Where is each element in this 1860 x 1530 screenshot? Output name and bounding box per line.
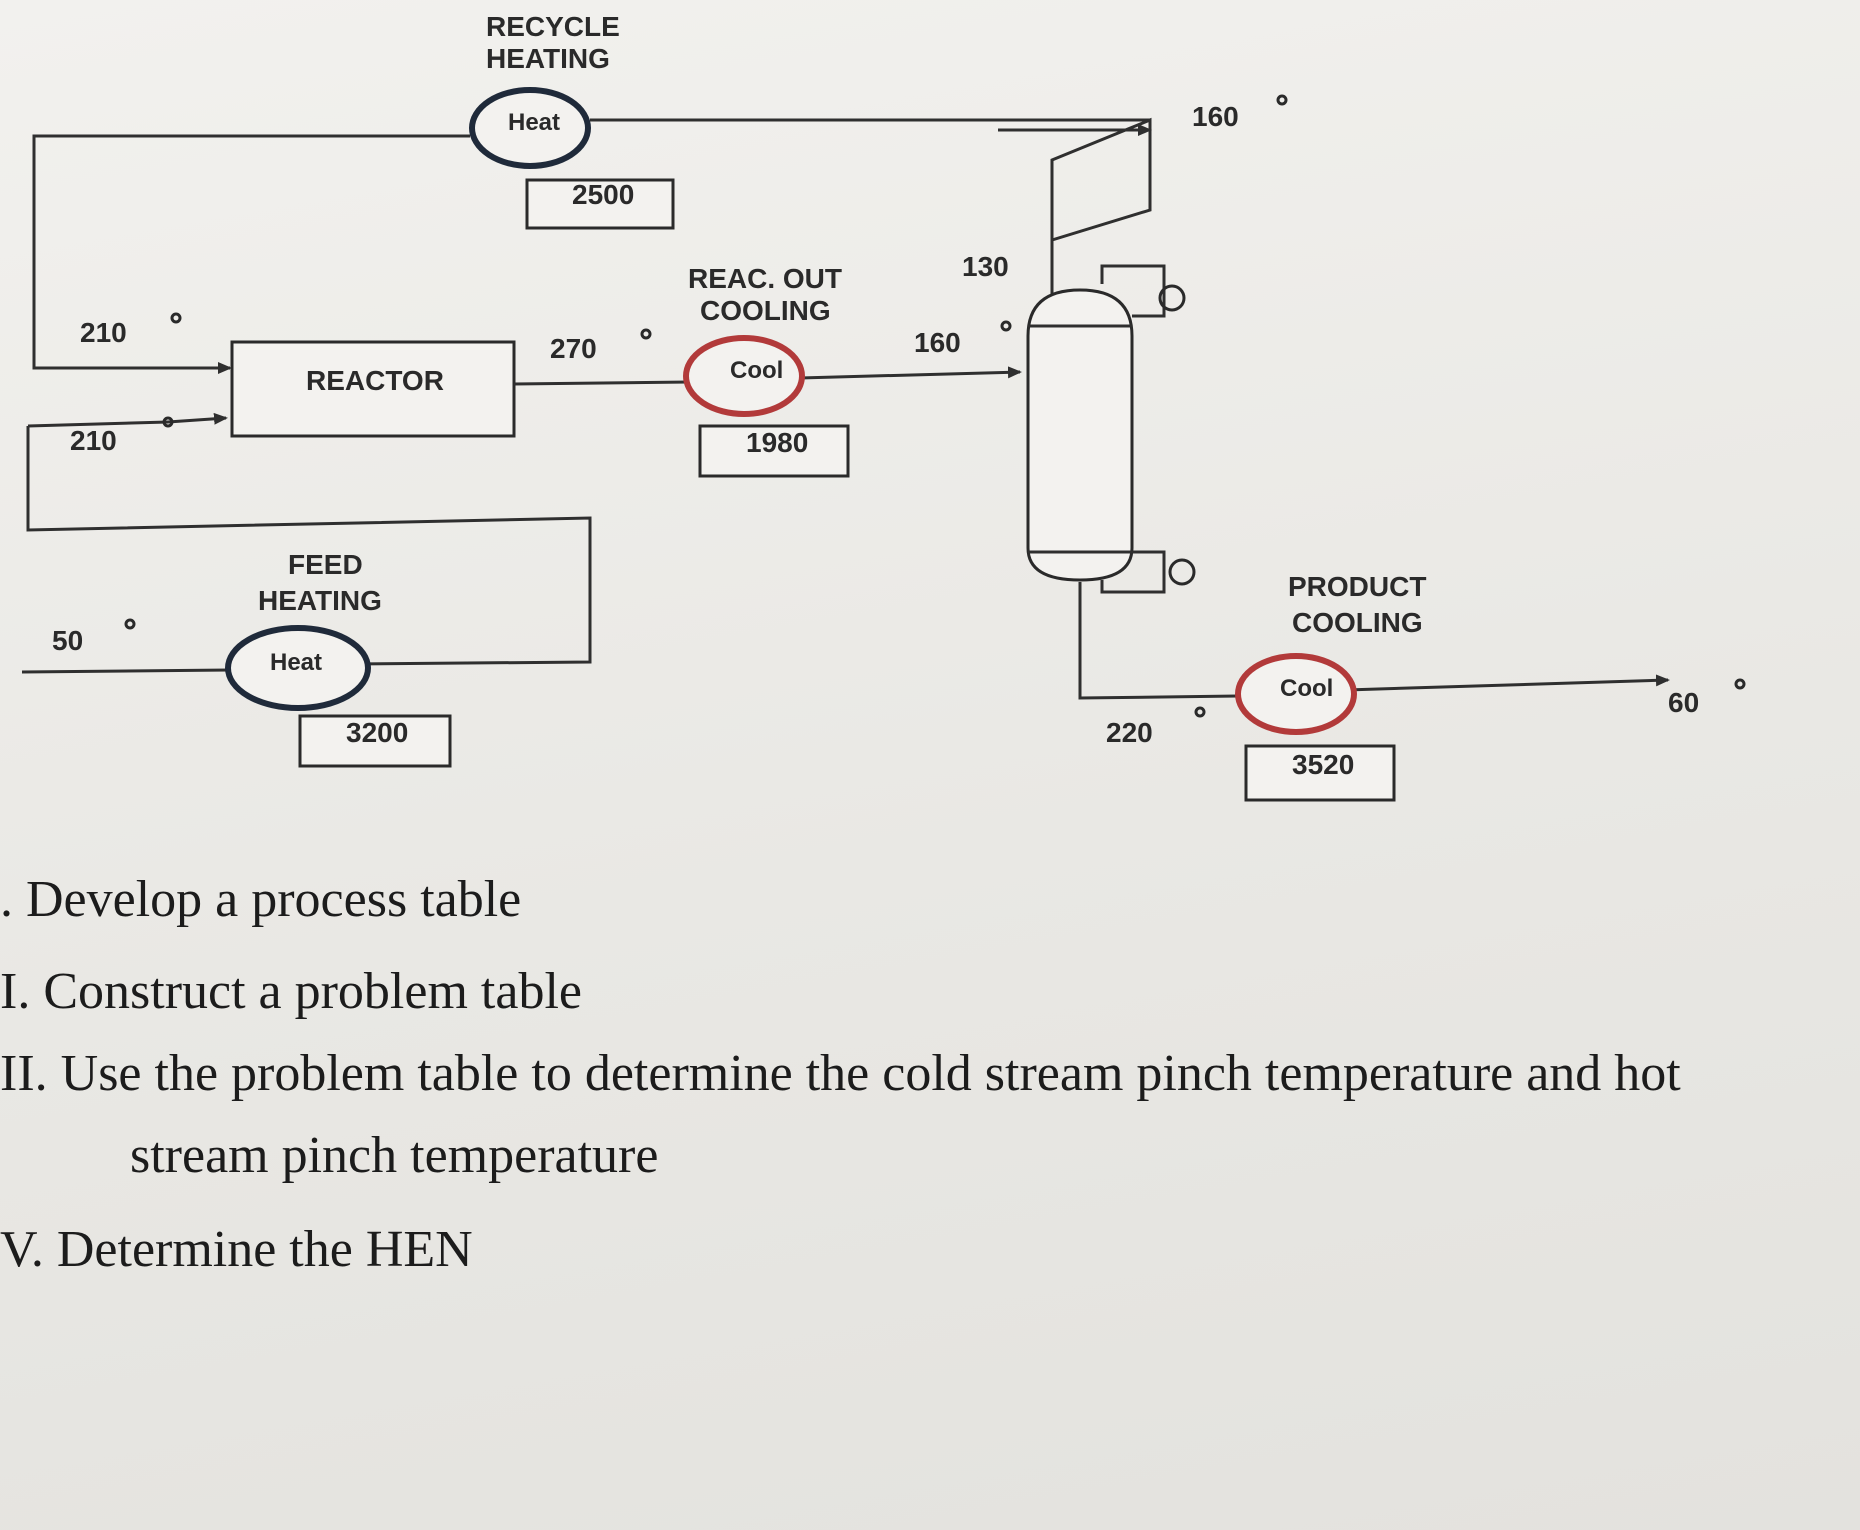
- product-cooler-label: Cool: [1280, 675, 1333, 702]
- feed-heating-title-2: HEATING: [258, 585, 382, 616]
- product-cooling-title-1: PRODUCT: [1288, 571, 1426, 602]
- degree-icon: [170, 312, 182, 324]
- product-cooling-duty-box: [1244, 744, 1396, 802]
- reac-out-title-2: COOLING: [700, 295, 831, 326]
- condenser-loop: [1100, 264, 1166, 318]
- product-out-line: [1345, 674, 1670, 692]
- condenser-icon: [1158, 284, 1186, 312]
- question-1-text: Develop a process table: [26, 871, 522, 928]
- question-3-text: Use the problem table to determine the c…: [60, 1045, 1681, 1102]
- question-4: V. Determine the HEN: [0, 1220, 473, 1279]
- product-cooling-duty: 3520: [1292, 749, 1354, 780]
- degree-icon: [1276, 94, 1288, 106]
- question-4-number: V.: [0, 1221, 44, 1278]
- temp-column-top: 130: [962, 251, 1009, 282]
- reac-out-to-column: [799, 366, 1022, 380]
- degree-icon: [124, 618, 136, 630]
- recycle-heater-ring: [469, 87, 591, 169]
- question-1: . Develop a process table: [0, 870, 521, 929]
- question-3-number: II.: [0, 1045, 48, 1102]
- question-2: I. Construct a problem table: [0, 962, 582, 1021]
- feed-arrow-to-reactor: [167, 412, 228, 425]
- reac-out-cooler-label: Cool: [730, 357, 783, 384]
- temp-reactor-out: 270: [550, 333, 597, 364]
- product-cooler-ring: [1235, 653, 1357, 735]
- feed-line-upper: [27, 420, 169, 428]
- feed-start-line: [21, 668, 231, 674]
- product-cooling-title-2: COOLING: [1292, 607, 1423, 638]
- reactor-out-line: [513, 380, 691, 386]
- question-3: II. Use the problem table to determine t…: [0, 1044, 1681, 1103]
- reac-out-title-1: REAC. OUT: [688, 263, 842, 294]
- degree-icon: [1194, 706, 1206, 718]
- reboiler-loop: [1100, 550, 1166, 594]
- recycle-heating-title-1: RECYCLE: [486, 11, 620, 42]
- recycle-heating-title-2: HEATING: [486, 43, 610, 74]
- temp-column-bottom: 220: [1106, 717, 1153, 748]
- question-3-continued-text: stream pinch temperature: [130, 1127, 659, 1184]
- degree-icon: [1000, 320, 1012, 332]
- degree-icon: [1734, 678, 1746, 690]
- recycle-heating-duty-box: [525, 178, 675, 230]
- recycle-heating-duty: 2500: [572, 179, 634, 210]
- column-bottom-line-out: [1078, 582, 1239, 700]
- distillation-column: [1026, 288, 1134, 582]
- question-1-number: .: [0, 871, 13, 928]
- question-2-text: Construct a problem table: [43, 963, 582, 1020]
- temp-column-feed: 160: [914, 327, 961, 358]
- feed-heating-duty-box: [298, 714, 452, 768]
- reactor-label: REACTOR: [306, 365, 444, 396]
- temp-product-out: 60: [1668, 687, 1699, 718]
- feed-loop-line: [26, 426, 592, 666]
- temp-recycle-out: 160: [1192, 101, 1239, 132]
- reactor-box: [230, 340, 516, 438]
- reboiler-icon: [1168, 558, 1196, 586]
- question-4-text: Determine the HEN: [56, 1221, 473, 1278]
- degree-icon: [162, 416, 174, 428]
- recycle-line-to-reactor: [32, 134, 470, 374]
- temp-recycle-in: 210: [80, 317, 127, 348]
- reac-out-cooler-ring: [683, 335, 805, 417]
- feed-heater-ring: [225, 625, 371, 711]
- question-3-continued: stream pinch temperature: [130, 1126, 658, 1185]
- temp-feed-in: 210: [70, 425, 117, 456]
- feed-heating-duty: 3200: [346, 717, 408, 748]
- reac-out-duty-box: [698, 424, 850, 478]
- compressor-icon: [1050, 117, 1152, 243]
- reac-out-duty: 1980: [746, 427, 808, 458]
- question-2-number: I.: [0, 963, 31, 1020]
- feed-heating-title-1: FEED: [288, 549, 363, 580]
- feed-heater-label: Heat: [270, 649, 322, 676]
- degree-icon: [640, 328, 652, 340]
- temp-feed-start: 50: [52, 625, 83, 656]
- recycle-heater-label: Heat: [508, 109, 560, 136]
- process-flow-diagram: RECYCLE HEATING Heat 2500 160 210 REACTO…: [21, 11, 1746, 802]
